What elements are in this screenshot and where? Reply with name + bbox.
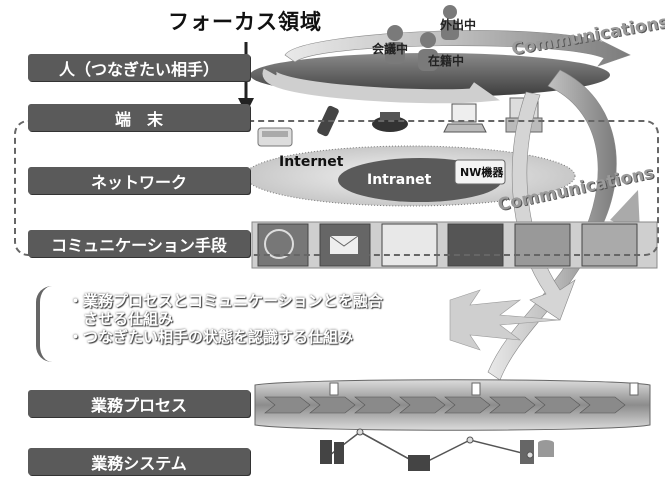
focus-title: フォーカス領域 — [168, 10, 322, 34]
callout-line: ・業務プロセスとコミュニケーションとを融合 — [68, 292, 383, 310]
layer-label-comm-means: コミュニケーション手段 — [28, 230, 250, 257]
process-chevrons — [264, 396, 626, 414]
presence-present: 在籍中 — [428, 54, 465, 68]
business-process-band — [254, 379, 651, 431]
layer-label-people: 人（つなぎたい相手） — [28, 54, 250, 81]
callout-box: ・業務プロセスとコミュニケーションとを融合 させる仕組み ・つなぎたい相手の状態… — [36, 286, 450, 362]
intranet-label: Intranet — [367, 172, 432, 188]
circulating-arrow — [284, 30, 631, 67]
comm-tiles — [257, 223, 638, 267]
layer-label-network: ネットワーク — [28, 167, 250, 194]
nw-device-label: NW機器 — [460, 166, 504, 179]
fusion-arrows — [449, 289, 561, 351]
internet-label: Internet — [279, 154, 344, 170]
presence-away: 外出中 — [440, 18, 477, 32]
callout-line: ・つなぎたい相手の状態を認識する仕組み — [68, 328, 354, 346]
layer-label-business-system: 業務システム — [28, 448, 250, 475]
nw-device-box — [454, 159, 506, 185]
server-icons — [320, 440, 554, 471]
person-icon — [385, 5, 459, 71]
layer-label-terminal: 端 末 — [28, 104, 250, 131]
presence-meeting: 会議中 — [372, 42, 409, 56]
callout-line: させる仕組み — [68, 310, 174, 328]
layer-label-business-process: 業務プロセス — [28, 390, 250, 417]
focus-area-box — [14, 120, 659, 256]
